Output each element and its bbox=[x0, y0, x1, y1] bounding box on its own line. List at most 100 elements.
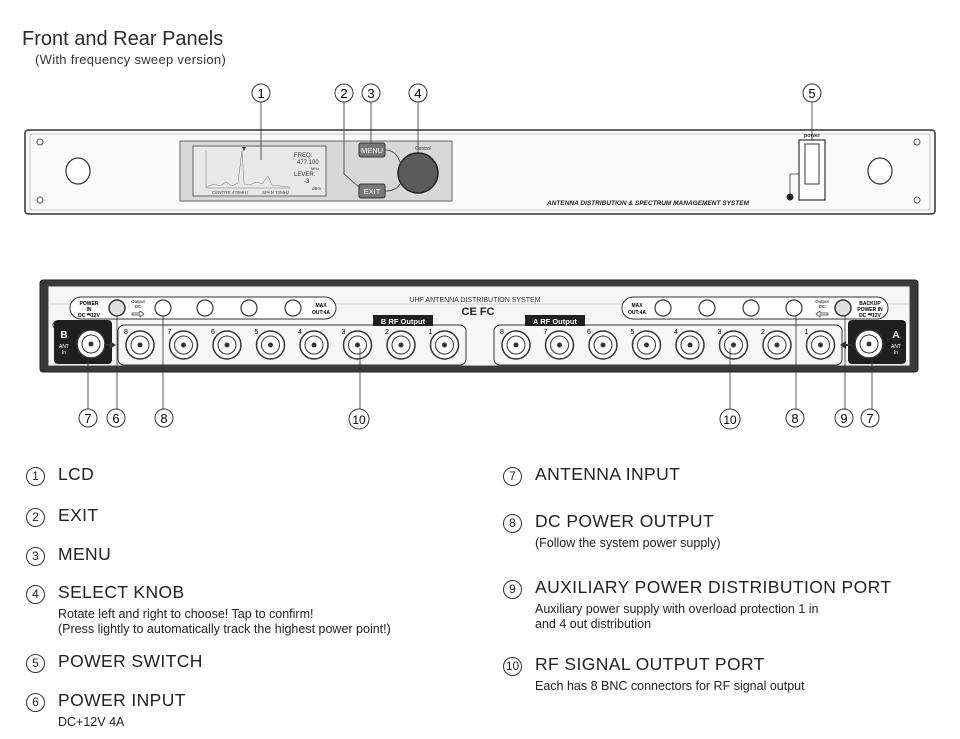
legend-num: 3 bbox=[26, 547, 45, 566]
legend-item-dc-power-output: 8 DC POWER OUTPUT (Follow the system powe… bbox=[503, 511, 721, 551]
dc-output-port[interactable] bbox=[196, 299, 214, 317]
port-number-label: 4 bbox=[674, 329, 678, 336]
legend-num: 8 bbox=[503, 514, 522, 533]
callout-10: 10 bbox=[352, 413, 366, 427]
page-title: Front and Rear Panels bbox=[22, 28, 224, 50]
legend-label: POWER SWITCH bbox=[58, 651, 203, 671]
bnc-center-pin bbox=[731, 342, 736, 348]
dc-output-port[interactable] bbox=[785, 299, 803, 317]
output-dc-left-1: Output bbox=[131, 299, 145, 304]
a-ant-in-label: In bbox=[894, 350, 898, 356]
bnc-inner-ring bbox=[680, 335, 700, 355]
bnc-inner-ring bbox=[130, 335, 150, 355]
rear-callouts: 7 6 8 10 10 8 9 7 bbox=[78, 408, 880, 430]
rear-panel-diagram: UHF ANTENNA DISTRIBUTION SYSTEM CE FC PO… bbox=[39, 279, 919, 430]
legend-desc: Rotate left and right to choose! Tap to … bbox=[58, 607, 314, 621]
rack-ear-hole-left bbox=[65, 157, 91, 185]
power-input-jack-left[interactable] bbox=[108, 299, 126, 317]
max-out-right-2: OUT:4A bbox=[628, 310, 646, 316]
b-ant-label: ANT bbox=[59, 344, 69, 350]
bnc-inner-ring bbox=[506, 335, 526, 355]
select-knob[interactable] bbox=[397, 152, 439, 194]
lcd-spectrum bbox=[205, 150, 291, 189]
power-switch[interactable] bbox=[804, 143, 820, 185]
callout-5: 5 bbox=[808, 86, 815, 101]
b-ant-in-label: In bbox=[62, 350, 66, 356]
dc-output-port[interactable] bbox=[240, 299, 258, 317]
bnc-center-pin bbox=[311, 342, 317, 348]
rack-ear-hole-right bbox=[867, 157, 893, 185]
legend-label: MENU bbox=[58, 544, 112, 564]
callout-7: 7 bbox=[866, 411, 873, 426]
port-number-label: 5 bbox=[255, 329, 259, 336]
legend-desc: (Press lightly to automatically track th… bbox=[58, 622, 391, 636]
backup-power-2: POWER IN bbox=[857, 307, 883, 313]
legend-desc: (Follow the system power supply) bbox=[535, 536, 721, 550]
legend-label: LCD bbox=[58, 464, 95, 484]
callout-6: 6 bbox=[112, 411, 119, 426]
lcd-freq-label: FREQ: bbox=[294, 153, 313, 159]
port-number-label: 3 bbox=[718, 329, 722, 336]
bnc-center-pin bbox=[557, 342, 562, 348]
callout-9: 9 bbox=[840, 411, 847, 426]
legend-num: 10 bbox=[503, 657, 522, 676]
legend-label: AUXILIARY POWER DISTRIBUTION PORT bbox=[535, 577, 892, 597]
lcd-freq-value: 477.100 bbox=[297, 160, 319, 166]
knob-label: Control bbox=[415, 146, 431, 152]
a-ant-letter: A bbox=[892, 330, 899, 341]
port-number-label: 6 bbox=[211, 329, 215, 336]
lcd-level-label: LEVER: bbox=[294, 172, 316, 178]
max-out-left-2: OUT:4A bbox=[312, 310, 330, 316]
legend-label: POWER INPUT bbox=[58, 690, 186, 710]
bnc-center-pin bbox=[600, 342, 606, 348]
menu-button-label: MENU bbox=[361, 146, 383, 155]
lcd-centre: CENTRE 470MHz bbox=[212, 190, 249, 195]
bnc-center-pin bbox=[224, 342, 230, 348]
auxiliary-power-port[interactable] bbox=[834, 299, 852, 317]
lcd-span: SPAN 72MHz bbox=[262, 190, 290, 195]
callout-1: 1 bbox=[257, 86, 264, 101]
legend-label: DC POWER OUTPUT bbox=[535, 511, 715, 531]
legend-label: SELECT KNOB bbox=[58, 582, 185, 602]
lcd-screen bbox=[192, 145, 327, 197]
power-indicator bbox=[786, 193, 794, 201]
bnc-inner-ring bbox=[217, 335, 237, 355]
power-in-left-3: DC ⎃12V bbox=[78, 313, 100, 319]
dc-output-port[interactable] bbox=[654, 299, 672, 317]
port-number-label: 5 bbox=[631, 329, 635, 336]
bnc-center-pin bbox=[442, 342, 447, 348]
dc-output-port[interactable] bbox=[742, 299, 760, 317]
front-callouts: 1 2 3 4 5 bbox=[251, 83, 822, 103]
bnc-center-pin bbox=[818, 342, 823, 348]
exit-button-label: EXIT bbox=[364, 187, 381, 196]
port-number-label: 8 bbox=[124, 329, 128, 336]
power-in-left-1: POWER bbox=[80, 301, 99, 307]
lcd-level-value: -3 bbox=[304, 179, 310, 185]
callout-4: 4 bbox=[414, 86, 421, 101]
b-rf-output-group bbox=[117, 324, 467, 366]
legend-desc: Each has 8 BNC connectors for RF signal … bbox=[535, 679, 805, 693]
dc-output-port[interactable] bbox=[284, 299, 302, 317]
dc-output-port[interactable] bbox=[698, 299, 716, 317]
callout-3: 3 bbox=[367, 86, 374, 101]
legend-item-select-knob: 4 SELECT KNOB Rotate left and right to ch… bbox=[26, 582, 391, 637]
bnc-center-pin bbox=[774, 342, 780, 348]
rear-leader-lines bbox=[87, 316, 873, 410]
legend-label: RF SIGNAL OUTPUT PORT bbox=[535, 654, 765, 674]
port-number-label: 3 bbox=[342, 329, 346, 336]
port-number-label: 1 bbox=[805, 329, 809, 336]
callout-10: 10 bbox=[723, 413, 737, 427]
bnc-center-pin bbox=[355, 342, 360, 348]
dc-output-port[interactable] bbox=[154, 299, 172, 317]
port-number-label: 6 bbox=[587, 329, 591, 336]
port-number-label: 4 bbox=[298, 329, 302, 336]
callout-2: 2 bbox=[340, 86, 347, 101]
output-dc-right-2: DC bbox=[819, 304, 826, 309]
front-system-name: ANTENNA DISTRIBUTION & SPECTRUM MANAGEME… bbox=[546, 200, 750, 207]
legend-num: 4 bbox=[26, 585, 45, 604]
callout-7: 7 bbox=[84, 411, 91, 426]
output-dc-left-2: DC bbox=[135, 304, 142, 309]
